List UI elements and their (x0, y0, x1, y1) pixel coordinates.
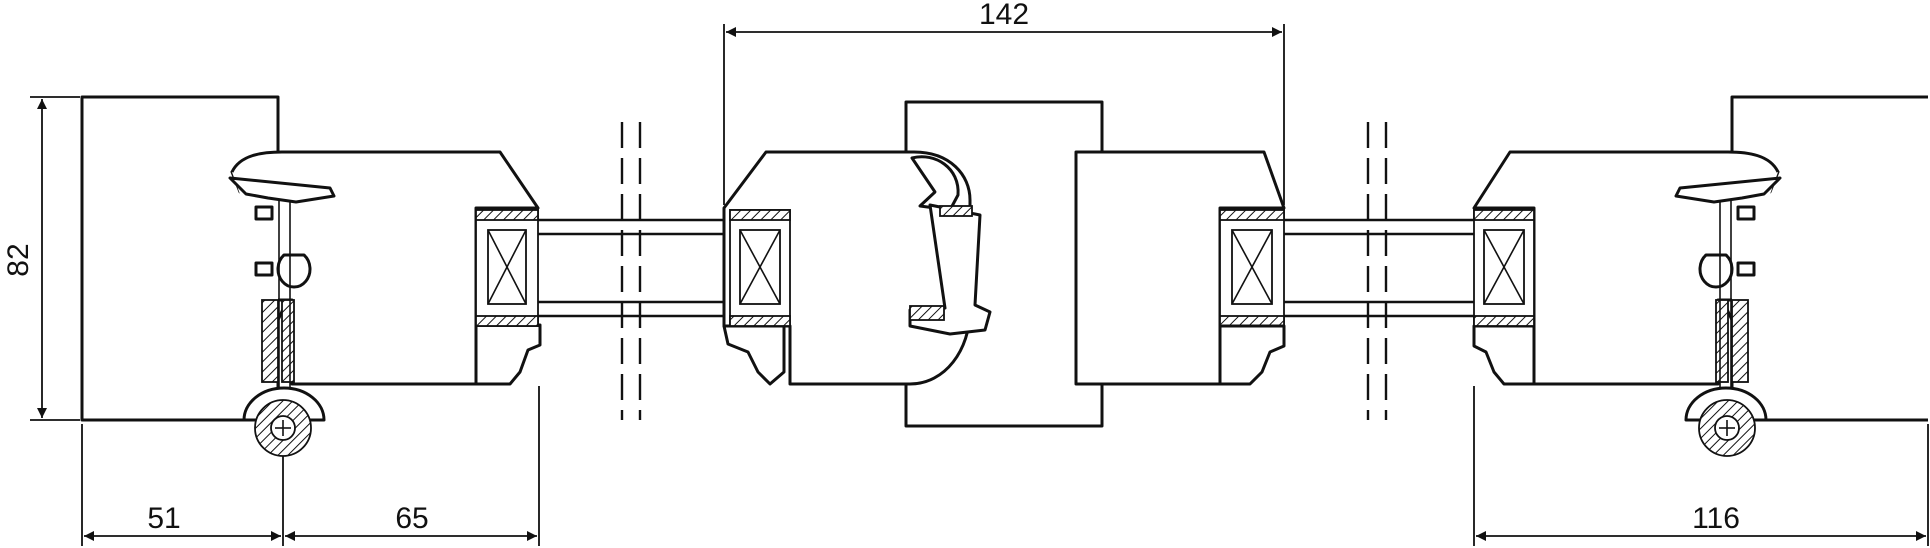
left-weather-lip (228, 176, 336, 204)
left-seal-bottom (475, 315, 539, 327)
right-weather-lip (1674, 176, 1782, 204)
dim-label-bottom-middle: 65 (395, 502, 428, 535)
right-hinge-strip (1731, 299, 1749, 383)
left-hardware-mid (254, 261, 274, 277)
dim-label-bottom-right: 116 (1692, 502, 1740, 535)
dim-label-top: 142 (979, 0, 1029, 31)
right-wall-profile (1716, 95, 1928, 422)
right-glazing-unit-center (1218, 209, 1474, 386)
dimension-82: 82 (2, 96, 80, 421)
right-frame (1472, 95, 1928, 457)
left-bead (276, 253, 312, 289)
left-hinge-strip (261, 299, 279, 383)
left-glazing-unit (475, 209, 730, 327)
left-frame (80, 95, 542, 457)
left-sash-profile (230, 150, 540, 386)
left-wall-profile (80, 95, 294, 422)
left-glazing-bead (474, 323, 542, 386)
right-sash-profile (1472, 150, 1780, 386)
left-hinge-strip-2 (281, 299, 295, 383)
dim-label-left: 82 (2, 243, 35, 276)
center-mullion (722, 100, 1286, 428)
dimension-142: 142 (723, 0, 1285, 205)
dimension-bottom-right: 116 (1473, 386, 1929, 546)
dim-label-bottom-left: 51 (147, 502, 180, 535)
left-seal-top (475, 209, 539, 221)
center-seal-bottom (909, 305, 945, 321)
center-seal-top (939, 205, 973, 217)
center-right-sash (1074, 150, 1286, 386)
dimension-bottom-left: 51 65 (81, 386, 540, 546)
left-hardware-top (254, 205, 274, 221)
center-glazing-bead (722, 324, 786, 386)
